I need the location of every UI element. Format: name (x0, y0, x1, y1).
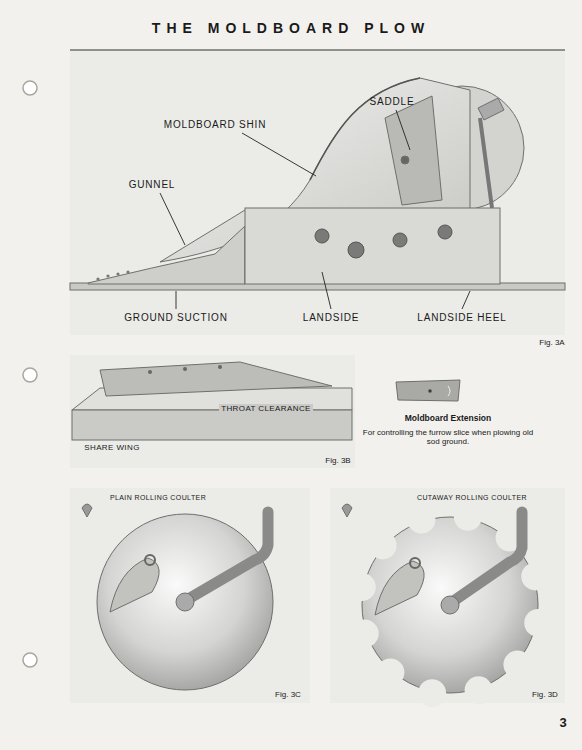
coulter-notch (351, 620, 379, 648)
part-name: SHARE WING (84, 443, 140, 452)
figure-panel (70, 488, 310, 703)
coulter-notch (407, 506, 435, 534)
share-drawing (72, 362, 352, 440)
part-name: GUNNEL (129, 179, 175, 191)
binder-holes (23, 81, 37, 667)
figure-panel (70, 355, 355, 468)
coulter-notch (524, 609, 552, 637)
cutaway-coulter-arm (342, 504, 522, 615)
part-name: PLAIN ROLLING COULTER (110, 494, 206, 502)
page-number: 3 (559, 716, 566, 731)
coulter-notch (454, 503, 482, 531)
figure-number: Fig. 3C (275, 690, 301, 699)
part-name: CUTAWAY ROLLING COULTER (417, 494, 527, 502)
part-name: LANDSIDE (303, 312, 359, 324)
part-name: GROUND SUCTION (124, 312, 227, 324)
coulter-notch (418, 679, 446, 707)
coulter-notch (376, 658, 404, 686)
part-name: SADDLE (370, 96, 415, 108)
part-heading: Moldboard Extension (405, 414, 491, 424)
coulter-notch (348, 573, 376, 601)
coulter-notch (369, 531, 397, 559)
plain-coulter-drawing (82, 504, 273, 690)
part-name: MOLDBOARD SHIN (164, 119, 266, 131)
coulter-notch (465, 676, 493, 704)
figure-number: Fig. 3B (325, 456, 350, 465)
coulter-notch (521, 562, 549, 590)
coulter-notch (503, 651, 531, 679)
part-note: For controlling the furrow slice when pl… (358, 428, 538, 446)
figure-panel (70, 50, 565, 335)
part-name: LANDSIDE HEEL (417, 312, 506, 324)
figure-number: Fig. 3A (539, 338, 564, 347)
figure-number: Fig. 3D (532, 690, 558, 699)
part-name: THROAT CLEARANCE (219, 404, 313, 413)
moldboard-extension-drawing (396, 380, 460, 401)
page-title: THE MOLDBOARD PLOW (152, 20, 430, 36)
figure-panel (330, 488, 565, 703)
cutaway-coulter-drawing (348, 503, 552, 707)
plow-bottom (70, 78, 565, 290)
